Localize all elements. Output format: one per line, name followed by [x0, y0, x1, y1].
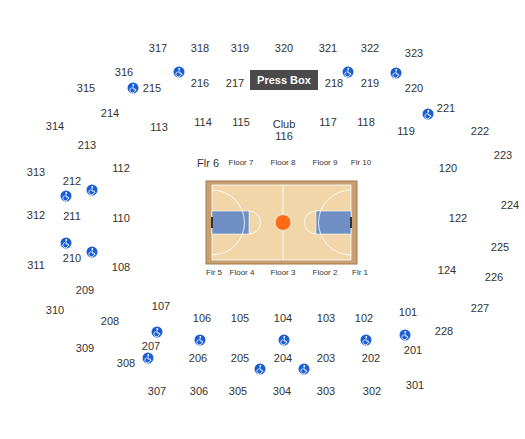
section-number: 306	[190, 385, 208, 397]
section-number: 102	[355, 312, 373, 324]
section-number: 213	[78, 139, 96, 151]
floor-label: Floor 3	[271, 269, 296, 278]
section-number: 221	[437, 102, 455, 114]
section-number: 226	[485, 271, 503, 283]
floor-label: Flr 5	[206, 269, 222, 278]
section-number: 317	[149, 42, 167, 54]
section-number: 101	[399, 306, 417, 318]
section-number: 209	[76, 284, 94, 296]
section-number: 319	[231, 42, 249, 54]
section-number: 301	[406, 379, 424, 391]
section-number: 117	[319, 116, 337, 128]
section-number: 228	[435, 325, 453, 337]
floor-label: Floor 7	[229, 159, 254, 168]
section-number: 303	[317, 385, 335, 397]
section-number: 115	[232, 116, 250, 128]
section-number: 112	[112, 162, 130, 174]
section-number: 223	[494, 149, 512, 161]
box-label: Press Box	[257, 74, 311, 86]
section-number: 222	[471, 125, 489, 137]
floor-label: Flr 1	[352, 269, 368, 278]
section-number: 312	[27, 209, 45, 221]
section-number: 322	[361, 42, 379, 54]
section-number: 315	[77, 82, 95, 94]
floor-label: Flr 10	[351, 159, 371, 168]
section-number: 205	[231, 352, 249, 364]
section-number: 202	[362, 352, 380, 364]
section-number: 208	[101, 315, 119, 327]
section-number: 311	[27, 259, 45, 271]
section-number: 218	[325, 77, 343, 89]
section-number: 212	[63, 175, 81, 187]
section-number: 207	[142, 340, 160, 352]
section-number: 107	[152, 300, 170, 312]
section-number: Club 116	[269, 118, 299, 142]
section-number: 106	[193, 312, 211, 324]
section-number: 220	[405, 82, 423, 94]
floor-label: Floor 2	[313, 269, 338, 278]
section-number: 217	[226, 77, 244, 89]
section-number: 219	[361, 77, 379, 89]
floor-label: Floor 9	[313, 159, 338, 168]
section-number: 316	[115, 66, 133, 78]
section-number: 203	[317, 352, 335, 364]
section-number: 214	[101, 107, 119, 119]
section-number: 105	[231, 312, 249, 324]
floor-label: Floor 8	[271, 159, 296, 168]
section-number: 206	[189, 352, 207, 364]
section-number: 320	[275, 42, 293, 54]
section-number: 215	[143, 82, 161, 94]
section-number: 122	[449, 212, 467, 224]
section-number: 321	[319, 42, 337, 54]
section-number: 307	[148, 385, 166, 397]
press-box: Press Box	[250, 70, 318, 90]
section-number: 113	[150, 121, 168, 133]
section-number: 210	[63, 252, 81, 264]
section-number: 216	[191, 77, 209, 89]
section-number: 110	[112, 212, 130, 224]
section-number: 305	[229, 385, 247, 397]
section-number: 103	[317, 312, 335, 324]
section-number: 309	[76, 342, 94, 354]
section-number: 323	[405, 47, 423, 59]
section-number: 108	[112, 261, 130, 273]
section-number: 224	[501, 199, 519, 211]
section-number: Flr 6	[193, 157, 223, 169]
section-number: 313	[27, 166, 45, 178]
section-number: 308	[117, 357, 135, 369]
section-number: 211	[63, 210, 81, 222]
section-number: 310	[46, 304, 64, 316]
section-number: 114	[194, 116, 212, 128]
section-number: 314	[46, 120, 64, 132]
section-number: 304	[273, 385, 291, 397]
section-number: 119	[397, 125, 415, 137]
section-number: 227	[471, 302, 489, 314]
section-number: 120	[439, 162, 457, 174]
section-number: 201	[404, 344, 422, 356]
section-number: 104	[274, 312, 292, 324]
section-number: 204	[274, 352, 292, 364]
section-number: 302	[363, 385, 381, 397]
section-number: 318	[191, 42, 209, 54]
section-number: 118	[357, 116, 375, 128]
floor-label: Floor 4	[230, 269, 255, 278]
section-number: 124	[438, 264, 456, 276]
section-number: 225	[491, 241, 509, 253]
